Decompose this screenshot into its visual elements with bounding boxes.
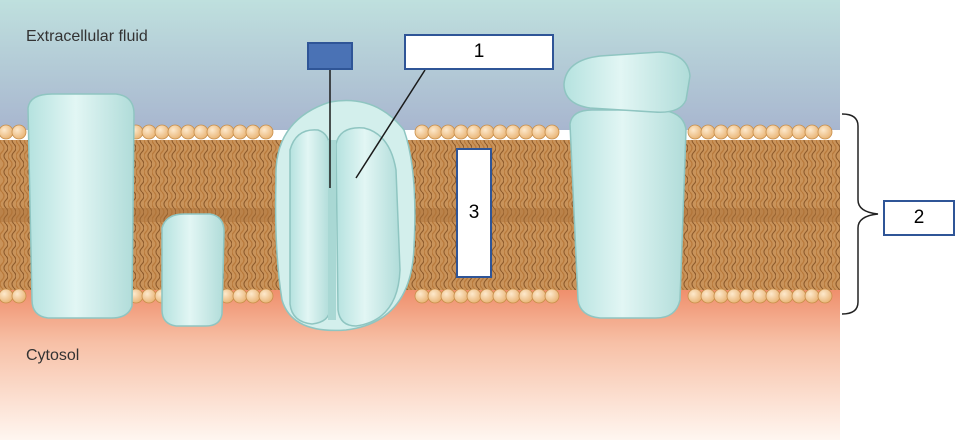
phospholipid-head-inner-26 bbox=[713, 288, 729, 304]
phospholipid-head-outer-23 bbox=[544, 124, 560, 140]
extracellular-fluid-label: Extracellular fluid bbox=[26, 28, 148, 45]
phospholipid-head-inner-13 bbox=[414, 288, 430, 304]
phospholipid-head-inner-16 bbox=[453, 288, 469, 304]
blank-callout-box bbox=[307, 42, 353, 70]
peripheral-protein-small bbox=[161, 213, 225, 327]
cytosol-region bbox=[0, 290, 840, 440]
phospholipid-head-outer-5 bbox=[167, 124, 183, 140]
phospholipid-head-inner-21 bbox=[518, 288, 534, 304]
phospholipid-head-inner-18 bbox=[479, 288, 495, 304]
phospholipid-head-inner-29 bbox=[752, 288, 768, 304]
phospholipid-head-outer-3 bbox=[141, 124, 157, 140]
phospholipid-head-inner-19 bbox=[492, 288, 508, 304]
integral-protein-right bbox=[563, 51, 691, 319]
phospholipid-head-outer-24 bbox=[687, 124, 703, 140]
phospholipid-head-outer-30 bbox=[765, 124, 781, 140]
phospholipid-head-outer-22 bbox=[531, 124, 547, 140]
phospholipid-head-outer-14 bbox=[427, 124, 443, 140]
phospholipid-head-inner-20 bbox=[505, 288, 521, 304]
phospholipid-head-outer-6 bbox=[180, 124, 196, 140]
phospholipid-head-outer-13 bbox=[414, 124, 430, 140]
phospholipid-head-outer-33 bbox=[804, 124, 820, 140]
phospholipid-head-inner-12 bbox=[258, 288, 274, 304]
phospholipid-head-outer-25 bbox=[700, 124, 716, 140]
phospholipid-head-inner-17 bbox=[466, 288, 482, 304]
phospholipid-head-outer-0 bbox=[0, 124, 14, 140]
phospholipid-head-inner-34 bbox=[817, 288, 833, 304]
phospholipid-head-inner-25 bbox=[700, 288, 716, 304]
channel-protein bbox=[274, 99, 416, 332]
phospholipid-head-outer-31 bbox=[778, 124, 794, 140]
phospholipid-head-inner-32 bbox=[791, 288, 807, 304]
callout-2: 2 bbox=[883, 200, 955, 236]
phospholipid-head-inner-24 bbox=[687, 288, 703, 304]
phospholipid-head-outer-27 bbox=[726, 124, 742, 140]
phospholipid-head-inner-14 bbox=[427, 288, 443, 304]
phospholipid-head-outer-10 bbox=[232, 124, 248, 140]
phospholipid-head-outer-34 bbox=[817, 124, 833, 140]
phospholipid-head-outer-17 bbox=[466, 124, 482, 140]
phospholipid-head-outer-12 bbox=[258, 124, 274, 140]
phospholipid-head-outer-18 bbox=[479, 124, 495, 140]
phospholipid-head-inner-23 bbox=[544, 288, 560, 304]
callout-3: 3 bbox=[456, 148, 492, 278]
phospholipid-head-inner-10 bbox=[232, 288, 248, 304]
phospholipid-head-inner-0 bbox=[0, 288, 14, 304]
phospholipid-head-inner-11 bbox=[245, 288, 261, 304]
callout-1: 1 bbox=[404, 34, 554, 70]
leader-lines bbox=[329, 69, 426, 188]
phospholipid-head-outer-11 bbox=[245, 124, 261, 140]
phospholipid-head-inner-1 bbox=[11, 288, 27, 304]
lipid-tail-layer bbox=[0, 140, 840, 290]
phospholipid-head-inner-28 bbox=[739, 288, 755, 304]
bilayer-bracket bbox=[841, 113, 879, 315]
phospholipid-head-outer-28 bbox=[739, 124, 755, 140]
phospholipid-head-outer-15 bbox=[440, 124, 456, 140]
phospholipid-head-inner-33 bbox=[804, 288, 820, 304]
phospholipid-head-inner-3 bbox=[141, 288, 157, 304]
integral-protein-left bbox=[27, 93, 135, 319]
phospholipid-head-outer-8 bbox=[206, 124, 222, 140]
phospholipid-head-outer-7 bbox=[193, 124, 209, 140]
phospholipid-head-outer-29 bbox=[752, 124, 768, 140]
phospholipid-head-outer-9 bbox=[219, 124, 235, 140]
phospholipid-head-inner-27 bbox=[726, 288, 742, 304]
phospholipid-head-outer-4 bbox=[154, 124, 170, 140]
cytosol-label: Cytosol bbox=[26, 347, 80, 364]
phospholipid-head-outer-21 bbox=[518, 124, 534, 140]
phospholipid-head-outer-19 bbox=[492, 124, 508, 140]
phospholipid-head-outer-1 bbox=[11, 124, 27, 140]
phospholipid-head-inner-31 bbox=[778, 288, 794, 304]
phospholipid-head-outer-26 bbox=[713, 124, 729, 140]
phospholipid-head-outer-20 bbox=[505, 124, 521, 140]
phospholipid-head-inner-22 bbox=[531, 288, 547, 304]
phospholipid-head-outer-16 bbox=[453, 124, 469, 140]
phospholipid-head-outer-32 bbox=[791, 124, 807, 140]
phospholipid-head-inner-15 bbox=[440, 288, 456, 304]
phospholipid-head-inner-30 bbox=[765, 288, 781, 304]
